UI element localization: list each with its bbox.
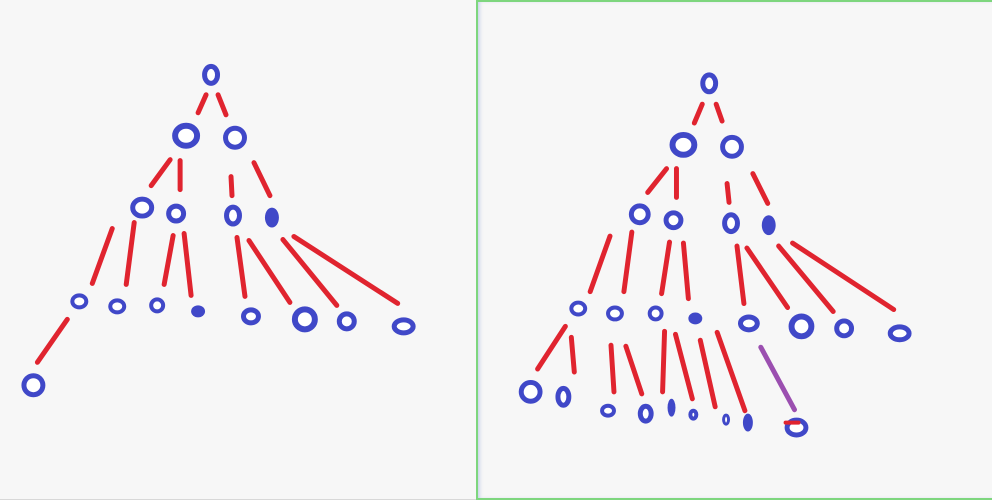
tree-edge <box>608 342 617 395</box>
tree-node[interactable] <box>130 196 155 219</box>
tree-edge-highlighted <box>758 344 797 413</box>
tree-edge <box>291 234 401 306</box>
tree-edge <box>123 220 137 287</box>
canvas-panel-current[interactable] <box>476 0 992 500</box>
tree-diagram-previous <box>21 63 416 398</box>
tree-node[interactable] <box>166 203 187 224</box>
tree-edge <box>89 226 115 286</box>
tree-node[interactable] <box>722 413 731 426</box>
tree-node[interactable] <box>720 134 744 159</box>
tree-edge <box>645 166 670 195</box>
tree-node[interactable] <box>224 204 242 227</box>
tree-edge <box>621 229 635 295</box>
tree-node[interactable] <box>555 385 572 408</box>
tree-edge <box>714 329 748 414</box>
tree-edge <box>251 160 273 199</box>
tree-diagram-current <box>518 72 912 438</box>
tree-node[interactable] <box>70 293 89 310</box>
tree-node[interactable] <box>663 210 684 231</box>
tree-node[interactable] <box>628 203 651 226</box>
tree-edge <box>195 92 209 116</box>
tree-edge <box>724 181 732 205</box>
tree-node[interactable] <box>223 125 247 150</box>
tree-node[interactable] <box>742 413 753 432</box>
tree-edge <box>713 101 725 124</box>
tree-node[interactable] <box>336 311 357 332</box>
tree-edge <box>568 334 577 375</box>
tree-edge <box>161 233 176 287</box>
tree-node[interactable] <box>518 379 543 404</box>
tree-node[interactable] <box>172 122 201 149</box>
tree-edge <box>535 323 568 372</box>
tree-node[interactable] <box>834 318 855 339</box>
tree-edge <box>228 174 235 199</box>
tree-edge <box>587 233 613 295</box>
tree-node[interactable] <box>108 298 127 315</box>
tree-edge <box>691 101 705 126</box>
tree-node[interactable] <box>667 398 676 417</box>
tree-node[interactable] <box>600 403 616 418</box>
tree-edge <box>234 235 248 299</box>
tree-edge <box>181 231 194 298</box>
tree-node[interactable] <box>887 324 912 343</box>
tree-edge <box>215 92 229 118</box>
tree-node[interactable] <box>149 297 166 314</box>
tree-edge <box>750 171 771 206</box>
tree-edge <box>660 328 668 395</box>
tree-node[interactable] <box>761 215 776 236</box>
tree-node[interactable] <box>669 131 698 158</box>
tree-node[interactable] <box>700 72 719 95</box>
tree-edge <box>148 157 173 189</box>
tree-edge <box>246 238 293 305</box>
tree-edge <box>623 343 645 397</box>
tree-node[interactable] <box>637 403 654 424</box>
tree-edge <box>673 331 695 402</box>
tree-node[interactable] <box>647 305 664 322</box>
tree-edge <box>34 316 70 365</box>
tree-node[interactable] <box>240 307 261 326</box>
tree-node[interactable] <box>688 312 703 325</box>
tree-edge <box>744 245 791 311</box>
tree-node[interactable] <box>291 306 318 333</box>
tree-edge <box>680 240 691 302</box>
tree-node[interactable] <box>264 207 279 228</box>
tree-edge <box>659 239 673 297</box>
canvas-panel-previous[interactable] <box>0 0 476 500</box>
tree-edge <box>790 240 897 312</box>
tree-node[interactable] <box>391 317 416 336</box>
tree-node[interactable] <box>737 314 760 333</box>
tree-node[interactable] <box>569 300 588 317</box>
tree-node[interactable] <box>788 313 815 340</box>
tree-node[interactable] <box>21 373 46 398</box>
tree-edge <box>734 243 747 307</box>
tree-edge <box>776 243 836 314</box>
tree-node[interactable] <box>688 408 699 421</box>
tree-node[interactable] <box>722 212 740 235</box>
tree-node[interactable] <box>606 305 624 322</box>
tree-edge <box>697 337 718 410</box>
tree-edge <box>280 237 340 308</box>
tree-node[interactable] <box>191 305 206 318</box>
tree-node[interactable] <box>202 63 221 86</box>
